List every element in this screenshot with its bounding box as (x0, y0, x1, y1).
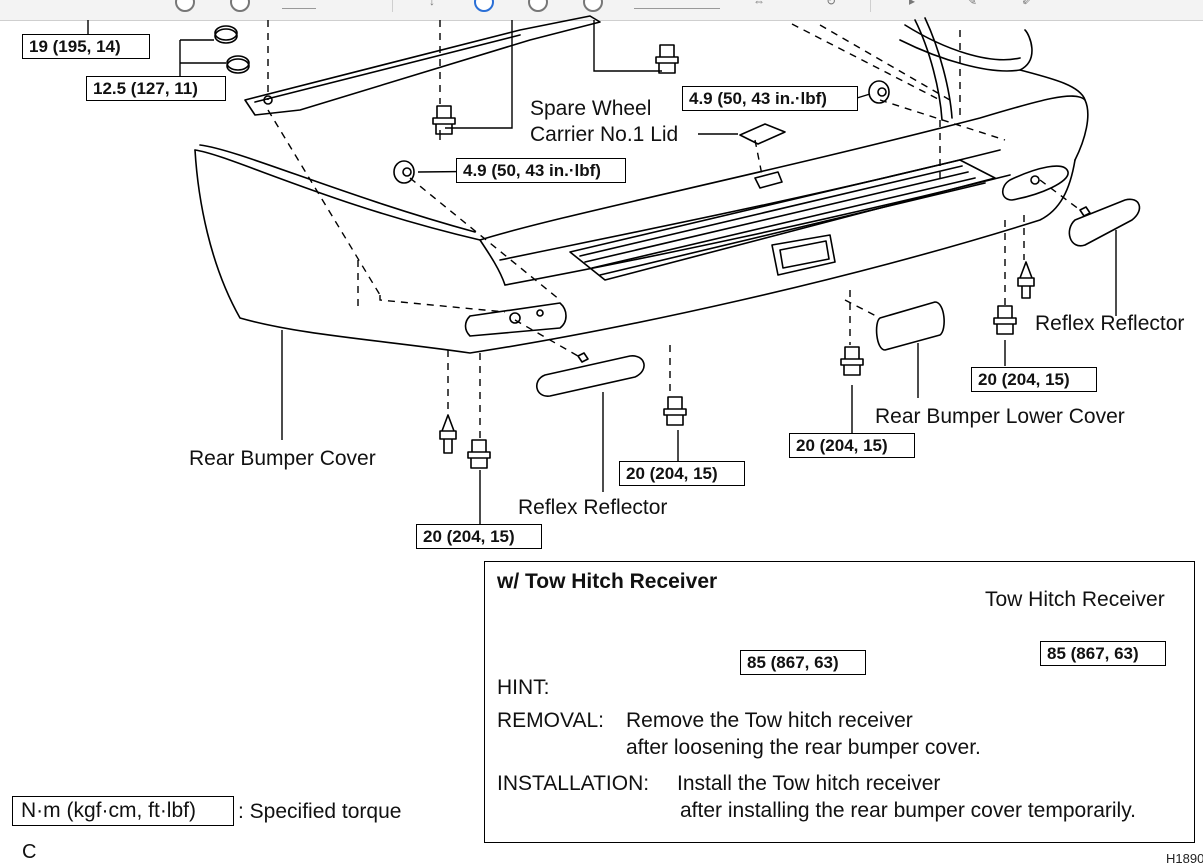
part-label-reflex-reflector-right: Reflex Reflector (1035, 312, 1185, 335)
tow-hitch-inset-panel: w/ Tow Hitch Receiver HINT: REMOVAL: Rem… (484, 561, 1195, 843)
inset-title: w/ Tow Hitch Receiver (497, 570, 718, 593)
rotate-icon[interactable]: ↻ (825, 0, 837, 8)
removal-line-1: Remove the Tow hitch receiver (626, 709, 913, 732)
zoom-level-input[interactable] (634, 0, 720, 9)
torque-spec-box: 85 (867, 63) (740, 650, 866, 675)
torque-spec-box: 20 (204, 15) (789, 433, 915, 458)
removal-line-2: after loosening the rear bumper cover. (626, 736, 981, 759)
part-label-tow-hitch-receiver: Tow Hitch Receiver (985, 588, 1165, 611)
torque-spec-box: 4.9 (50, 43 in.·lbf) (682, 86, 858, 111)
torque-spec-box: 19 (195, 14) (22, 34, 150, 59)
installation-label: INSTALLATION: (497, 772, 650, 795)
part-label-spare-wheel-lid: Carrier No.1 Lid (530, 123, 679, 146)
spare-wheel-lid-shape (739, 123, 786, 145)
part-label-spare-wheel: Spare Wheel (530, 97, 652, 120)
bumper-reinforcement (244, 15, 601, 116)
arrow-icon[interactable]: ↓ (429, 0, 435, 8)
rear-bumper-lower-cover-shape (875, 301, 945, 351)
torque-spec-box: 20 (204, 15) (971, 367, 1097, 392)
page-letter: C (22, 841, 37, 863)
pen-tool-icon[interactable]: ✎ (966, 0, 978, 8)
removal-label: REMOVAL: (497, 709, 604, 732)
bolt-icon (432, 105, 456, 135)
viewer-toolbar: ↓ ⇔ ↻ ▸ ✎ ✐ (0, 0, 1203, 21)
toolbar-button-icon[interactable] (175, 0, 195, 12)
right-reflex-reflector (1068, 198, 1141, 247)
torque-spec-box: 20 (204, 15) (416, 524, 542, 549)
zoom-out-icon[interactable] (528, 0, 548, 12)
select-tool-icon[interactable]: ▸ (908, 0, 916, 8)
receiver-opening (771, 234, 836, 276)
toolbar-divider (392, 0, 393, 12)
part-label-rear-bumper-lower-cover: Rear Bumper Lower Cover (875, 405, 1125, 428)
toolbar-button-icon[interactable] (230, 0, 250, 12)
torque-unit-legend-box: N·m (kgf·cm, ft·lbf) (12, 796, 234, 826)
part-label-reflex-reflector-left: Reflex Reflector (518, 496, 668, 519)
installation-line-2: after installing the rear bumper cover t… (680, 799, 1136, 822)
hint-label: HINT: (497, 676, 550, 699)
fit-width-icon[interactable]: ⇔ (753, 0, 765, 8)
torque-spec-box: 85 (867, 63) (1040, 641, 1166, 666)
highlight-tool-icon[interactable]: ✐ (1021, 0, 1033, 8)
torque-spec-box: 4.9 (50, 43 in.·lbf) (456, 158, 626, 183)
zoom-in-icon[interactable] (583, 0, 603, 12)
part-label-rear-bumper-cover: Rear Bumper Cover (189, 447, 376, 470)
left-reflex-reflector (536, 355, 645, 397)
toolbar-divider (870, 0, 871, 12)
installation-line-1: Install the Tow hitch receiver (677, 772, 941, 795)
figure-id: H1890 (1166, 851, 1203, 866)
torque-spec-box: 12.5 (127, 11) (86, 76, 226, 101)
torque-legend-text: : Specified torque (238, 800, 402, 823)
left-reflector-recess (464, 302, 567, 337)
torque-spec-box: 20 (204, 15) (619, 461, 745, 486)
page-number-input[interactable] (282, 0, 316, 9)
zoom-button-icon[interactable] (474, 0, 494, 12)
